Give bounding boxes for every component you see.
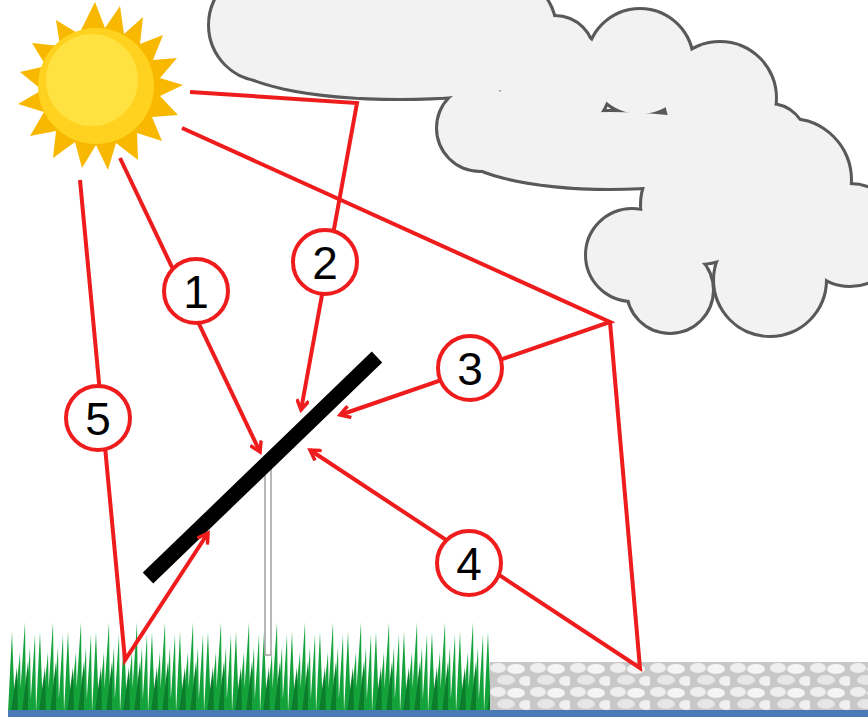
ground-line: [8, 710, 868, 717]
callout-number: 5: [68, 389, 128, 449]
grass: [8, 622, 490, 712]
sun: [18, 2, 183, 170]
callout-number: 1: [166, 262, 226, 322]
radiation-path: [80, 92, 640, 668]
callout-number: 2: [295, 233, 355, 293]
callout-number: 3: [440, 339, 500, 399]
cloud: [210, 0, 868, 335]
solar-panel: [148, 357, 377, 578]
panel-pole: [265, 465, 271, 655]
cloud-fill: [210, 0, 868, 335]
callout-circle: [66, 230, 502, 595]
callout-number: 4: [439, 534, 499, 594]
gravel: [490, 662, 868, 712]
